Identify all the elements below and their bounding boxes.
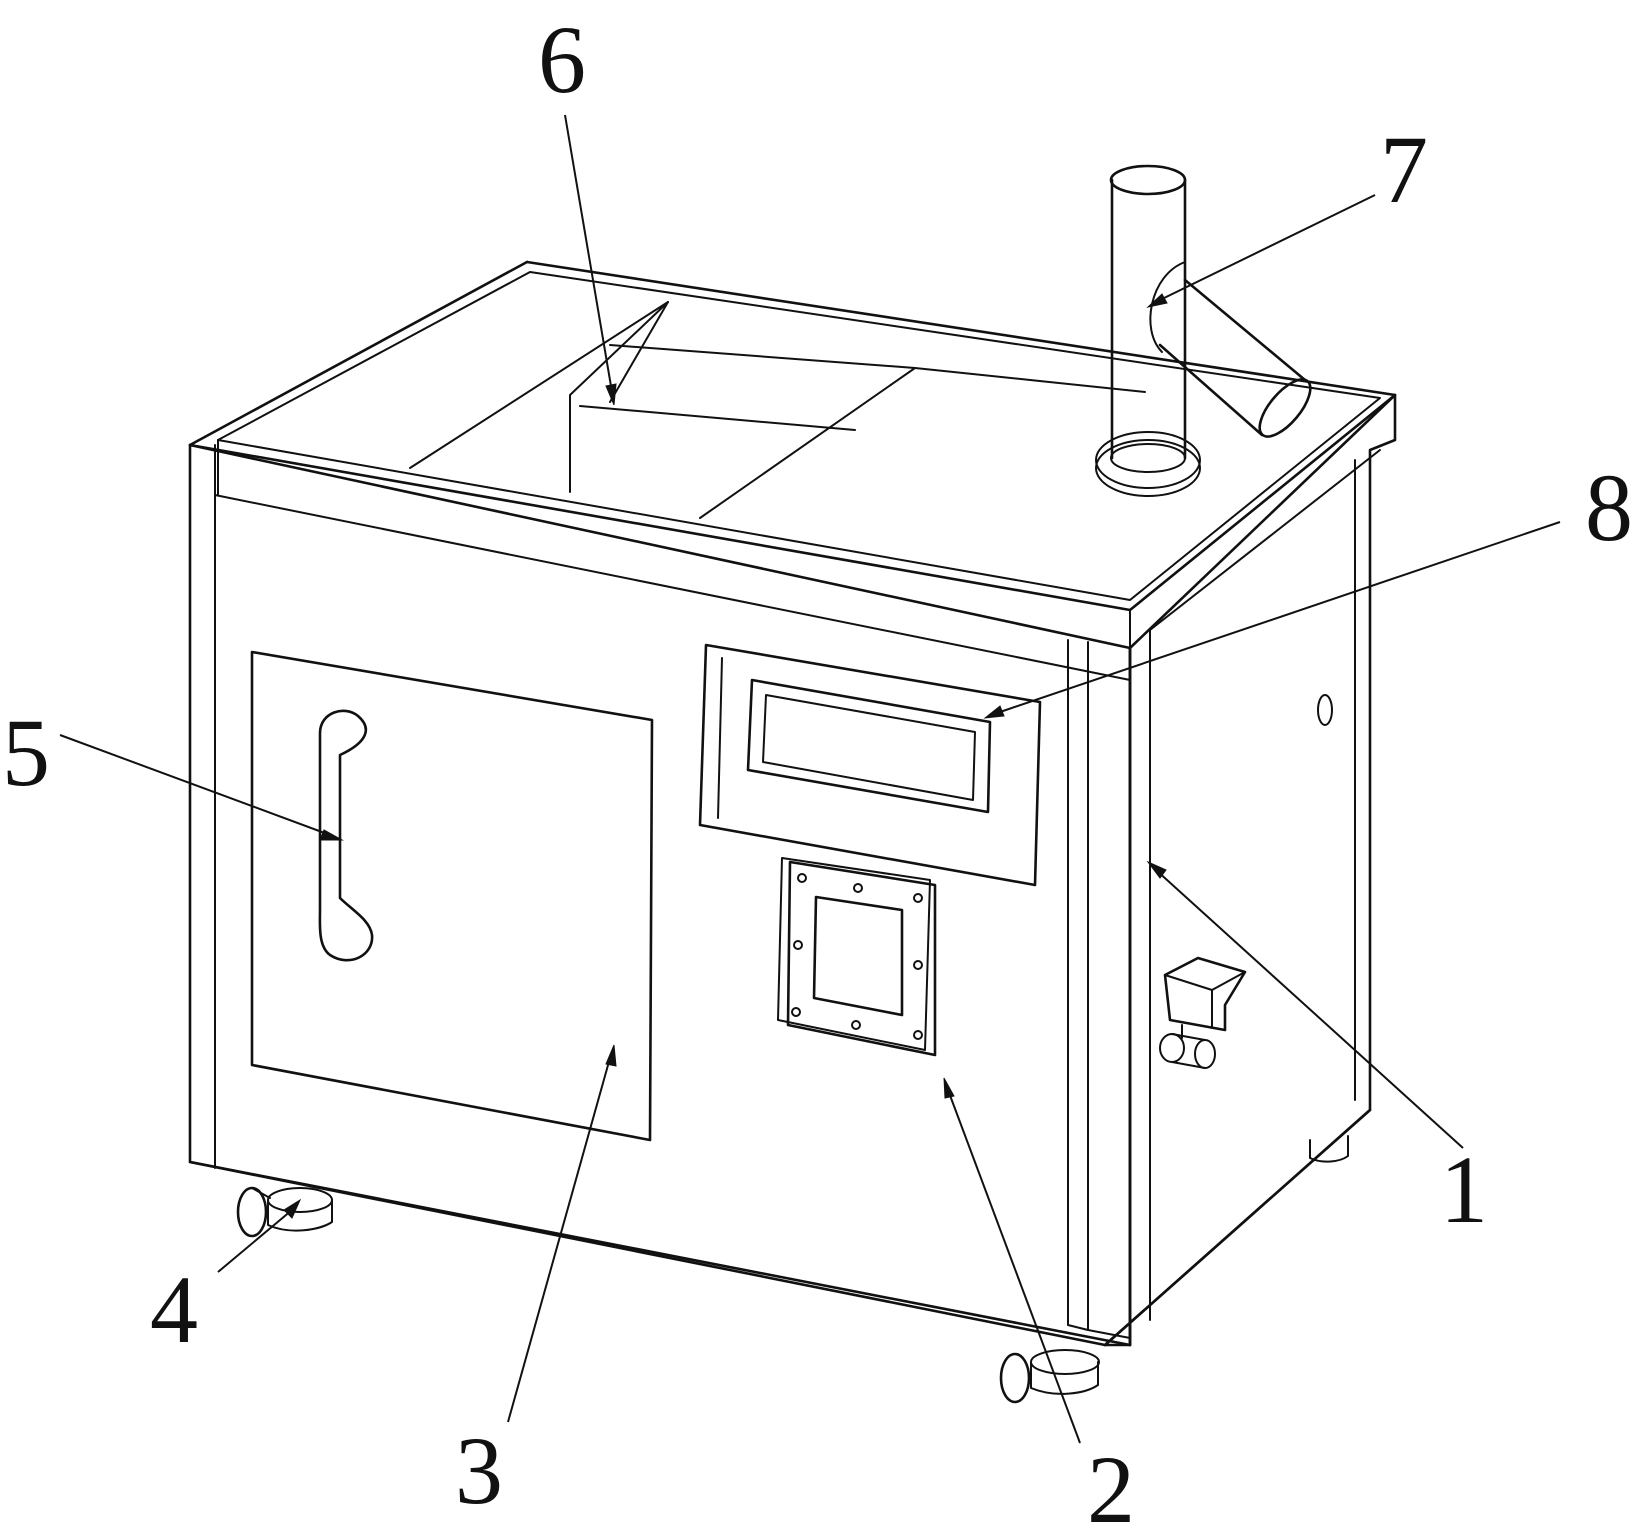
leader-line-7	[1159, 194, 1376, 301]
valve-body	[1163, 956, 1247, 1032]
bolt	[797, 873, 807, 883]
right-face-bottom-edge	[1103, 1108, 1372, 1347]
callout-label-1: 1	[1440, 1136, 1488, 1243]
display-housing-inner	[717, 657, 723, 819]
window-flange	[786, 860, 937, 1057]
valve-pipe-top	[1171, 1033, 1206, 1041]
hopper-slant	[609, 301, 669, 403]
valve-edge-top	[1211, 971, 1246, 991]
door-panel	[250, 650, 654, 1142]
caster-mount	[267, 1199, 333, 1232]
caster-back-right	[1309, 1135, 1349, 1163]
arrowhead-7	[1146, 293, 1168, 308]
callout-label-7: 7	[1380, 116, 1428, 223]
side-valve	[1159, 956, 1247, 1069]
caster-fork	[251, 1187, 271, 1199]
bolt	[791, 1007, 801, 1017]
door-handle	[318, 709, 374, 962]
inspection-window	[777, 857, 937, 1057]
hopper-left-wall	[409, 301, 669, 491]
arrowhead-8	[983, 705, 1005, 719]
right-face-top-inner	[1149, 449, 1381, 631]
display-panel	[698, 643, 1042, 887]
leader-line-2	[947, 1089, 1081, 1444]
cabinet-body	[188, 260, 1397, 1347]
bolt	[913, 893, 923, 903]
valve-edge	[1164, 974, 1213, 991]
valve-port	[1159, 1033, 1185, 1063]
callout-label-5: 5	[2, 699, 50, 806]
partition-back-line	[609, 344, 916, 369]
pipe-flange-top	[1095, 431, 1201, 489]
callout-label-3: 3	[455, 1417, 503, 1524]
bolt	[793, 940, 803, 950]
arrowhead-6	[605, 383, 617, 406]
arrowhead-3	[605, 1044, 617, 1067]
pipe-top-opening	[1109, 164, 1187, 196]
bolt	[851, 1020, 861, 1030]
access-door	[250, 650, 654, 1142]
leader-line-4	[217, 1209, 293, 1273]
right-face-outline	[1103, 393, 1397, 1347]
exhaust-pipe	[1095, 164, 1312, 497]
display-bezel	[746, 678, 992, 814]
front-right-frame-bottom	[1087, 1329, 1131, 1339]
callout-label-6: 6	[538, 6, 586, 113]
arrowhead-4	[283, 1198, 302, 1219]
leader-line-6	[564, 114, 613, 393]
top-rim-inner	[217, 271, 1381, 601]
leader-line-1	[1155, 869, 1464, 1149]
top-rim-left-edge	[188, 260, 529, 447]
cabinet-interior	[409, 301, 1146, 519]
caster-wheels	[236, 1135, 1349, 1404]
callout-labels: 1 2 3 4 5 6 7 8	[2, 6, 1633, 1535]
partition-diagonal	[699, 367, 916, 519]
callout-label-8: 8	[1585, 454, 1633, 561]
leader-lines	[59, 114, 1561, 1444]
caster-plate	[1030, 1349, 1100, 1375]
side-hole	[1317, 694, 1333, 726]
front-bottom-edge	[188, 1160, 1107, 1347]
top-rim-right-edge	[1128, 393, 1397, 612]
bolt	[913, 960, 923, 970]
window-glass	[812, 895, 904, 1017]
top-rim-back-edge	[525, 260, 1397, 397]
arrowhead-1	[1146, 860, 1167, 879]
caster-front-right	[999, 1349, 1100, 1404]
front-right-frame-foot	[1067, 1324, 1089, 1331]
leader-line-8	[999, 521, 1561, 713]
display-screen	[762, 694, 976, 801]
valve-pipe-end	[1194, 1039, 1216, 1069]
display-housing	[698, 643, 1042, 887]
window-flange-back	[777, 857, 931, 1051]
bolt	[913, 1030, 923, 1040]
callout-label-2: 2	[1087, 1436, 1135, 1535]
caster-mount	[1309, 1135, 1349, 1163]
pipe-base	[1110, 443, 1186, 473]
caster-mount	[1030, 1361, 1099, 1395]
bolt	[853, 883, 863, 893]
leader-line-5	[59, 734, 331, 836]
pipe-branch-end	[1258, 378, 1312, 438]
caster-wheel	[236, 1186, 268, 1238]
arrowhead-5	[319, 829, 344, 841]
arrowhead-2	[943, 1077, 955, 1099]
top-rim-front-edge	[188, 443, 1132, 612]
front-top-rail	[214, 494, 1131, 681]
pipe-flange-bottom	[1095, 439, 1201, 497]
pipe-branch-joint	[1149, 261, 1186, 353]
caster-wheel	[999, 1352, 1031, 1404]
leader-line-3	[507, 1057, 611, 1423]
caster-front-left	[236, 1186, 333, 1238]
pipe-branch-sides	[1158, 278, 1307, 437]
callout-label-4: 4	[150, 1256, 198, 1363]
back-shelf-line	[914, 367, 1146, 393]
hopper-front-edge	[579, 405, 856, 431]
